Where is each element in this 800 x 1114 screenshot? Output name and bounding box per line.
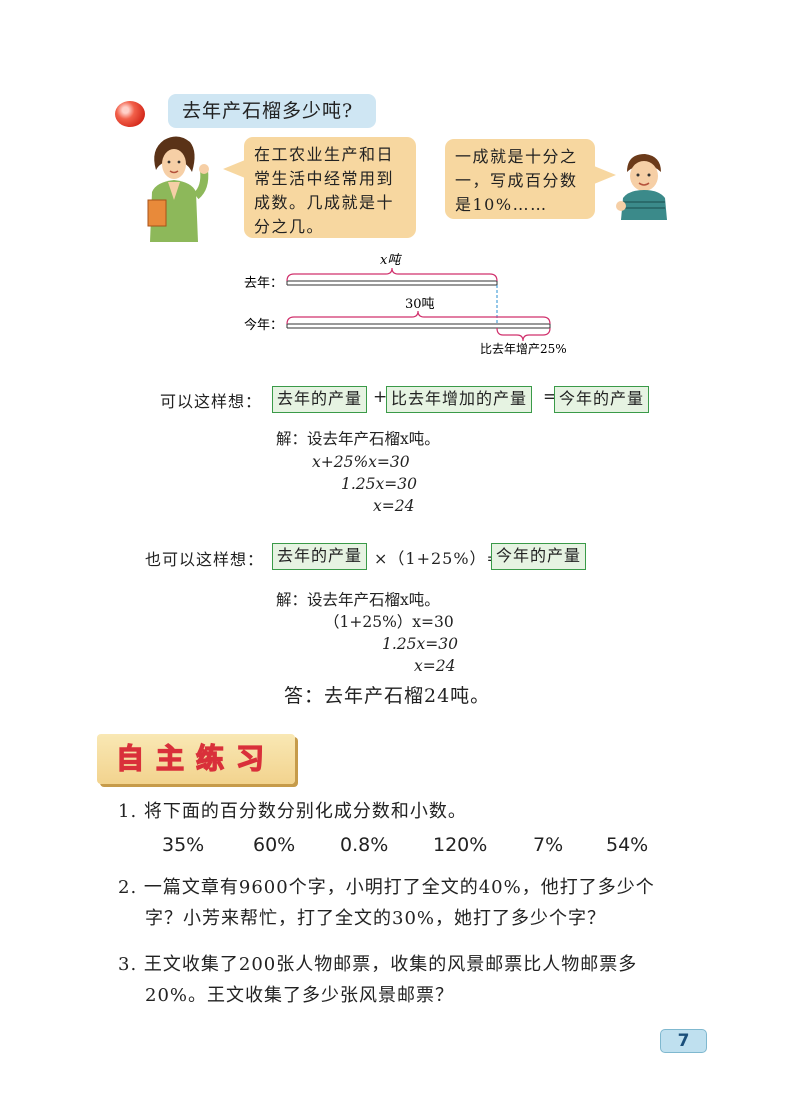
percent-item: 60%	[253, 834, 296, 856]
percent-item: 35%	[162, 834, 205, 856]
plus-sign: +	[373, 387, 388, 407]
middle-brace	[286, 310, 551, 325]
teacher-bubble-tail	[223, 160, 245, 178]
boy-bubble-line: 是10%……	[455, 195, 548, 214]
this-year-label: 今年：	[244, 317, 283, 333]
practice-banner	[97, 734, 295, 784]
teacher-bubble-line: 分之几。	[254, 217, 325, 236]
method1-solution-line: x+25%x=30	[312, 453, 410, 471]
method2-box-last-year: 去年的产量	[272, 543, 368, 570]
method1-box-increase: 比去年增加的产量	[386, 386, 533, 413]
percent-item: 7%	[533, 834, 564, 856]
increase-label: 比去年增产25%	[480, 342, 567, 356]
answer-statement: 答：去年产石榴24吨。	[284, 685, 491, 707]
method2-box-this-year: 今年的产量	[491, 543, 587, 570]
boy-bubble-tail	[594, 166, 616, 184]
teacher-speech-bubble: 在工农业生产和日 常生活中经常用到 成数。几成就是十 分之几。	[244, 137, 416, 238]
method2-solution-line: 解：设去年产石榴x吨。	[276, 591, 440, 609]
top-brace	[286, 267, 498, 282]
method1-box-last-year: 去年的产量	[272, 386, 368, 413]
line-segment-diagram: 去年： 今年： x吨 30吨 比去年增产25%	[244, 253, 567, 356]
method2-solution-line: （1+25%）x=30	[324, 613, 454, 631]
method2-solution-line: x=24	[414, 657, 456, 675]
teacher-bubble-line: 在工农业生产和日	[254, 145, 395, 164]
percent-item: 54%	[606, 834, 649, 856]
boy-illustration	[616, 154, 667, 220]
middle-brace-label: 30吨	[405, 297, 435, 312]
method2-intro: 也可以这样想：	[145, 550, 265, 569]
practice-banner-title: 自主练习	[115, 741, 276, 775]
exercise-1: 1. 将下面的百分数分别化成分数和小数。	[118, 801, 467, 822]
bottom-brace	[496, 327, 551, 342]
teacher-illustration	[147, 136, 209, 242]
method1-solution-line: x=24	[373, 497, 415, 515]
last-year-label: 去年：	[244, 276, 283, 291]
exercise-3-line2: 20%。王文收集了多少张风景邮票？	[145, 985, 455, 1006]
boy-bubble-line: 一，写成百分数	[455, 171, 578, 190]
equals-sign: =	[543, 387, 558, 407]
question-title: 去年产石榴多少吨?	[168, 94, 376, 128]
boy-speech-bubble: 一成就是十分之 一，写成百分数 是10%……	[445, 139, 595, 219]
exercise-3-line1: 3. 王文收集了200张人物邮票，收集的风景邮票比人物邮票多	[118, 954, 638, 975]
method1-solution-line: 1.25x=30	[341, 475, 417, 493]
boy-bubble-line: 一成就是十分之	[455, 147, 578, 166]
teacher-bubble-line: 成数。几成就是十	[254, 193, 395, 212]
exercise-2-line2: 字？小芳来帮忙，打了全文的30%，她打了多少个字？	[145, 908, 607, 929]
red-ball-icon	[115, 101, 145, 127]
method1-solution-line: 解：设去年产石榴x吨。	[276, 430, 440, 448]
method1-intro: 可以这样想：	[160, 392, 263, 411]
top-brace-label: x吨	[380, 253, 402, 268]
method2-solution-line: 1.25x=30	[382, 635, 458, 653]
exercise-2-line1: 2. 一篇文章有9600个字，小明打了全文的40%，他打了多少个	[118, 877, 655, 898]
percent-item: 0.8%	[340, 834, 389, 856]
method2-multiplier: ×（1+25%）=	[374, 549, 501, 568]
method1-box-this-year: 今年的产量	[554, 386, 650, 413]
percent-item: 120%	[433, 834, 488, 856]
teacher-bubble-line: 常生活中经常用到	[254, 169, 395, 188]
page-number: 7	[660, 1029, 707, 1053]
